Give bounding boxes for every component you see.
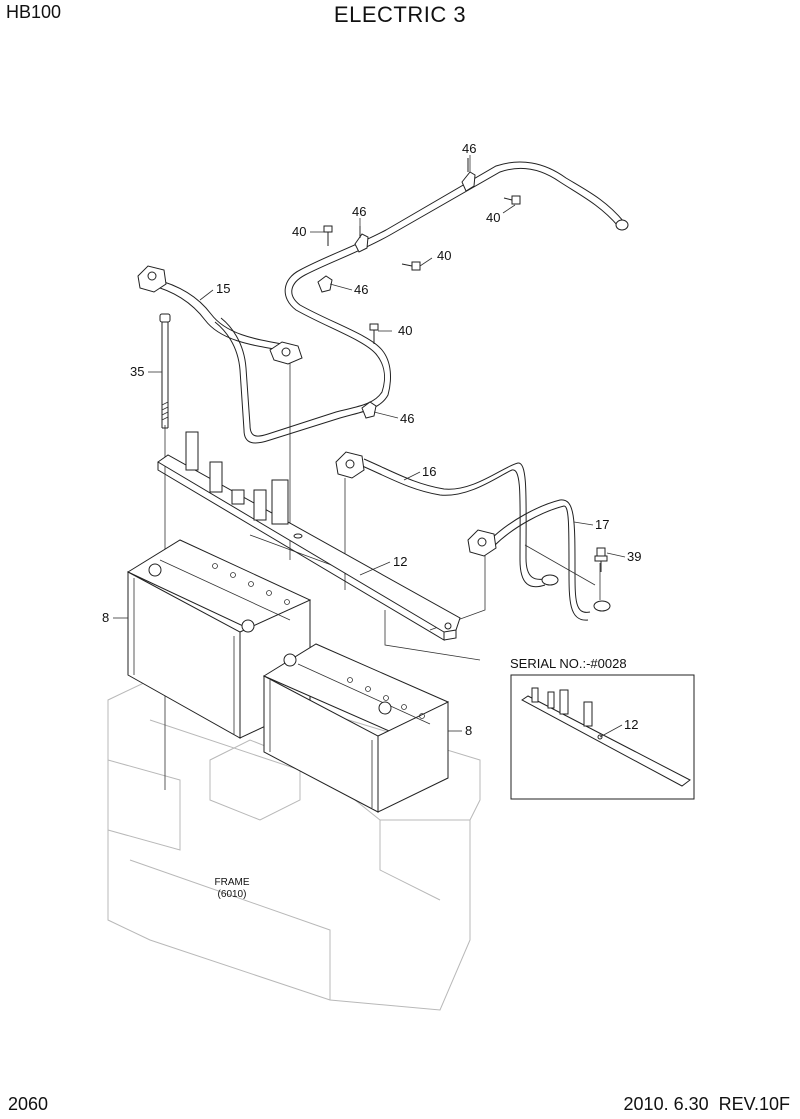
cable-15 xyxy=(137,265,303,365)
bolts xyxy=(323,195,608,572)
callout-46-top: 46 xyxy=(462,141,476,156)
bolt-39 xyxy=(594,547,608,572)
cable-46 xyxy=(214,158,629,444)
bracket-12 xyxy=(157,431,461,641)
callout-12: 12 xyxy=(393,554,407,569)
bolt-40-c xyxy=(401,261,421,271)
model-code: HB100 xyxy=(6,2,62,22)
callout-35: 35 xyxy=(130,364,144,379)
callout-15: 15 xyxy=(216,281,230,296)
callout-40-left: 40 xyxy=(292,224,306,239)
callout-39: 39 xyxy=(627,549,641,564)
cable-16 xyxy=(335,451,559,588)
callout-12-inset: 12 xyxy=(624,717,638,732)
callout-46-upper: 46 xyxy=(352,204,366,219)
callout-8-right: 8 xyxy=(465,723,472,738)
serial-number-label: SERIAL NO.:-#0028 xyxy=(510,656,627,671)
callout-17: 17 xyxy=(595,517,609,532)
callouts: 46 40 46 40 40 46 15 40 35 46 16 17 39 1… xyxy=(102,141,641,738)
revision-date: 2010. 6.30 REV.10F xyxy=(623,1094,790,1114)
inset-box xyxy=(510,674,695,800)
frame-outline xyxy=(107,679,481,1011)
bolt-40-a xyxy=(323,225,333,246)
battery-right xyxy=(262,643,450,813)
frame-ref: (6010) xyxy=(218,889,247,900)
callout-16: 16 xyxy=(422,464,436,479)
callout-40-right: 40 xyxy=(437,248,451,263)
callout-40-upper-right: 40 xyxy=(486,210,500,225)
cable-17 xyxy=(467,499,611,621)
page-number: 2060 xyxy=(8,1094,49,1114)
long-bolt-35 xyxy=(159,313,171,429)
page-title: ELECTRIC 3 xyxy=(333,2,467,27)
callout-46-lower: 46 xyxy=(400,411,414,426)
frame-label: FRAME xyxy=(215,877,250,888)
callout-8-left: 8 xyxy=(102,610,109,625)
callout-40-lower: 40 xyxy=(398,323,412,338)
bolt-40-b xyxy=(369,323,379,344)
leader-lines xyxy=(113,155,626,738)
bolt-40-d xyxy=(503,195,521,205)
callout-46-mid: 46 xyxy=(354,282,368,297)
